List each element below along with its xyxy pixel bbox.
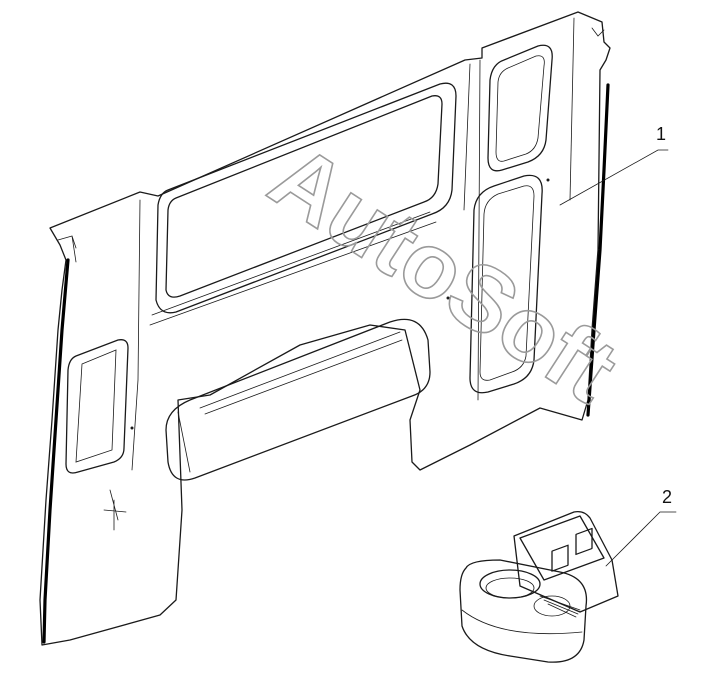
holder-back-block	[513, 510, 619, 613]
callout-1-label: 1	[656, 124, 666, 144]
console-holder-part	[459, 510, 619, 663]
callout-2-label: 2	[662, 487, 672, 507]
callout-2-leader	[605, 511, 677, 567]
trim-panel-part	[39, 11, 611, 646]
callout-1-leader	[559, 149, 669, 206]
holder-button-right	[575, 527, 593, 556]
holder-button-left	[551, 544, 569, 572]
holder-cup-tray	[459, 559, 588, 663]
right-edge-flange	[586, 83, 610, 417]
small-upper-window	[487, 44, 553, 172]
upper-window-frame	[155, 82, 457, 314]
lower-recess	[165, 318, 431, 481]
left-edge-flange	[42, 258, 70, 644]
left-lower-window	[65, 339, 129, 474]
panel-outline	[39, 11, 611, 646]
tall-right-slot	[469, 174, 543, 394]
cup-opening	[479, 569, 541, 599]
watermark-text: AutoSoft	[253, 125, 634, 422]
